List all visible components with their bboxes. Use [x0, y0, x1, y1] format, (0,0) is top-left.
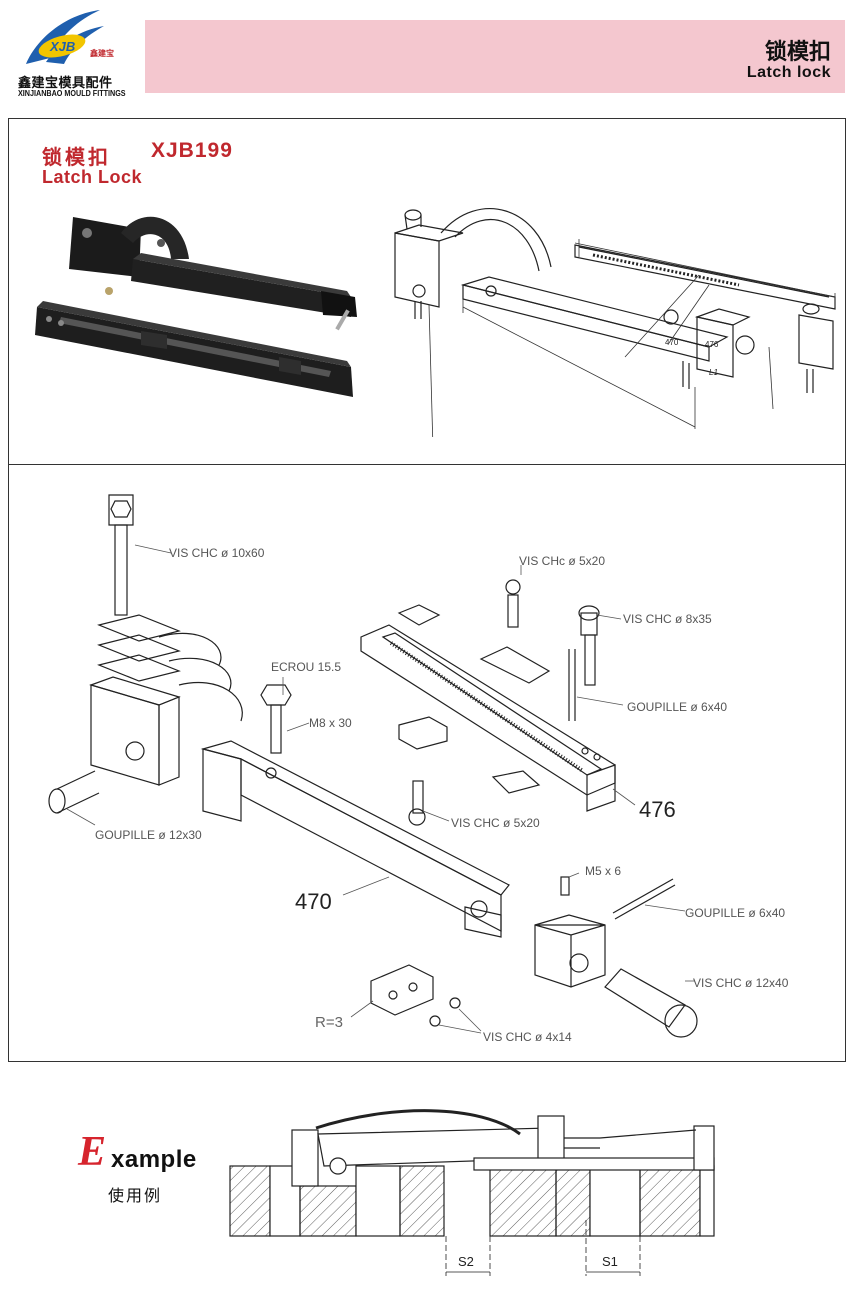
- label-vis-5x20-mid: VIS CHC ø 5x20: [451, 816, 540, 830]
- product-title-cn: 锁模扣: [42, 147, 111, 169]
- header-title-cn: 锁模扣: [764, 39, 831, 64]
- exploded-view-drawing: VIS CHC ø 10x60 VIS CHc ø 5x20 VIS CHC ø…: [48, 494, 789, 1044]
- example-s2: S2: [458, 1254, 474, 1269]
- label-vis-12x40: VIS CHC ø 12x40: [693, 976, 789, 990]
- label-goupille-6x40-bot: GOUPILLE ø 6x40: [685, 906, 785, 920]
- example-letter: E: [78, 1129, 107, 1175]
- label-vis-4x14: VIS CHC ø 4x14: [483, 1030, 572, 1044]
- product-overview-panel: 锁模扣 XJB199 Latch Lock: [8, 118, 846, 466]
- label-vis-8x35: VIS CHC ø 8x35: [623, 612, 712, 626]
- label-part-476: 476: [639, 797, 676, 822]
- example-cn: 使用例: [108, 1188, 163, 1205]
- callout-l1: L1: [709, 368, 718, 377]
- example-word: xample: [111, 1146, 197, 1173]
- label-r3: R=3: [315, 1014, 343, 1031]
- header-title-en: Latch lock: [746, 64, 831, 81]
- brand-name-en: XINJIANBAO MOULD FITTINGS: [18, 89, 126, 98]
- dimension-drawing: 470 476 L1 L2 A B: [394, 208, 836, 437]
- callout-470: 470: [665, 338, 679, 347]
- label-ecrou: ECROU 15.5: [271, 660, 341, 674]
- header-band: 锁模扣 Latch lock: [145, 20, 845, 93]
- label-vis-5x20-top: VIS CHc ø 5x20: [519, 554, 605, 568]
- product-photo: [35, 216, 357, 397]
- logo-sub: 鑫建宝: [89, 48, 114, 58]
- label-goupille-6x40-top: GOUPILLE ø 6x40: [627, 700, 727, 714]
- label-m8x30: M8 x 30: [309, 716, 352, 730]
- example-drawing: S2 S1: [229, 1109, 715, 1276]
- logo-emblem-icon: XJB 鑫建宝: [26, 10, 114, 64]
- logo-text: XJB: [49, 39, 75, 54]
- label-goupille-12x30: GOUPILLE ø 12x30: [95, 828, 202, 842]
- company-logo: XJB 鑫建宝 鑫建宝模具配件 XINJIANBAO MOULD FITTING…: [8, 6, 138, 98]
- example-s1: S1: [602, 1254, 618, 1269]
- exploded-view-panel: VIS CHC ø 10x60 VIS CHc ø 5x20 VIS CHC ø…: [8, 464, 846, 1062]
- label-vis-10x60: VIS CHC ø 10x60: [169, 546, 265, 560]
- example-heading: E xample 使用例: [78, 1128, 218, 1205]
- callout-476: 476: [705, 340, 719, 349]
- label-m5x6: M5 x 6: [585, 864, 621, 878]
- product-title-en: Latch Lock: [42, 167, 143, 187]
- brand-name-cn: 鑫建宝模具配件: [18, 75, 113, 90]
- label-part-470: 470: [295, 889, 332, 914]
- product-code: XJB199: [151, 139, 233, 162]
